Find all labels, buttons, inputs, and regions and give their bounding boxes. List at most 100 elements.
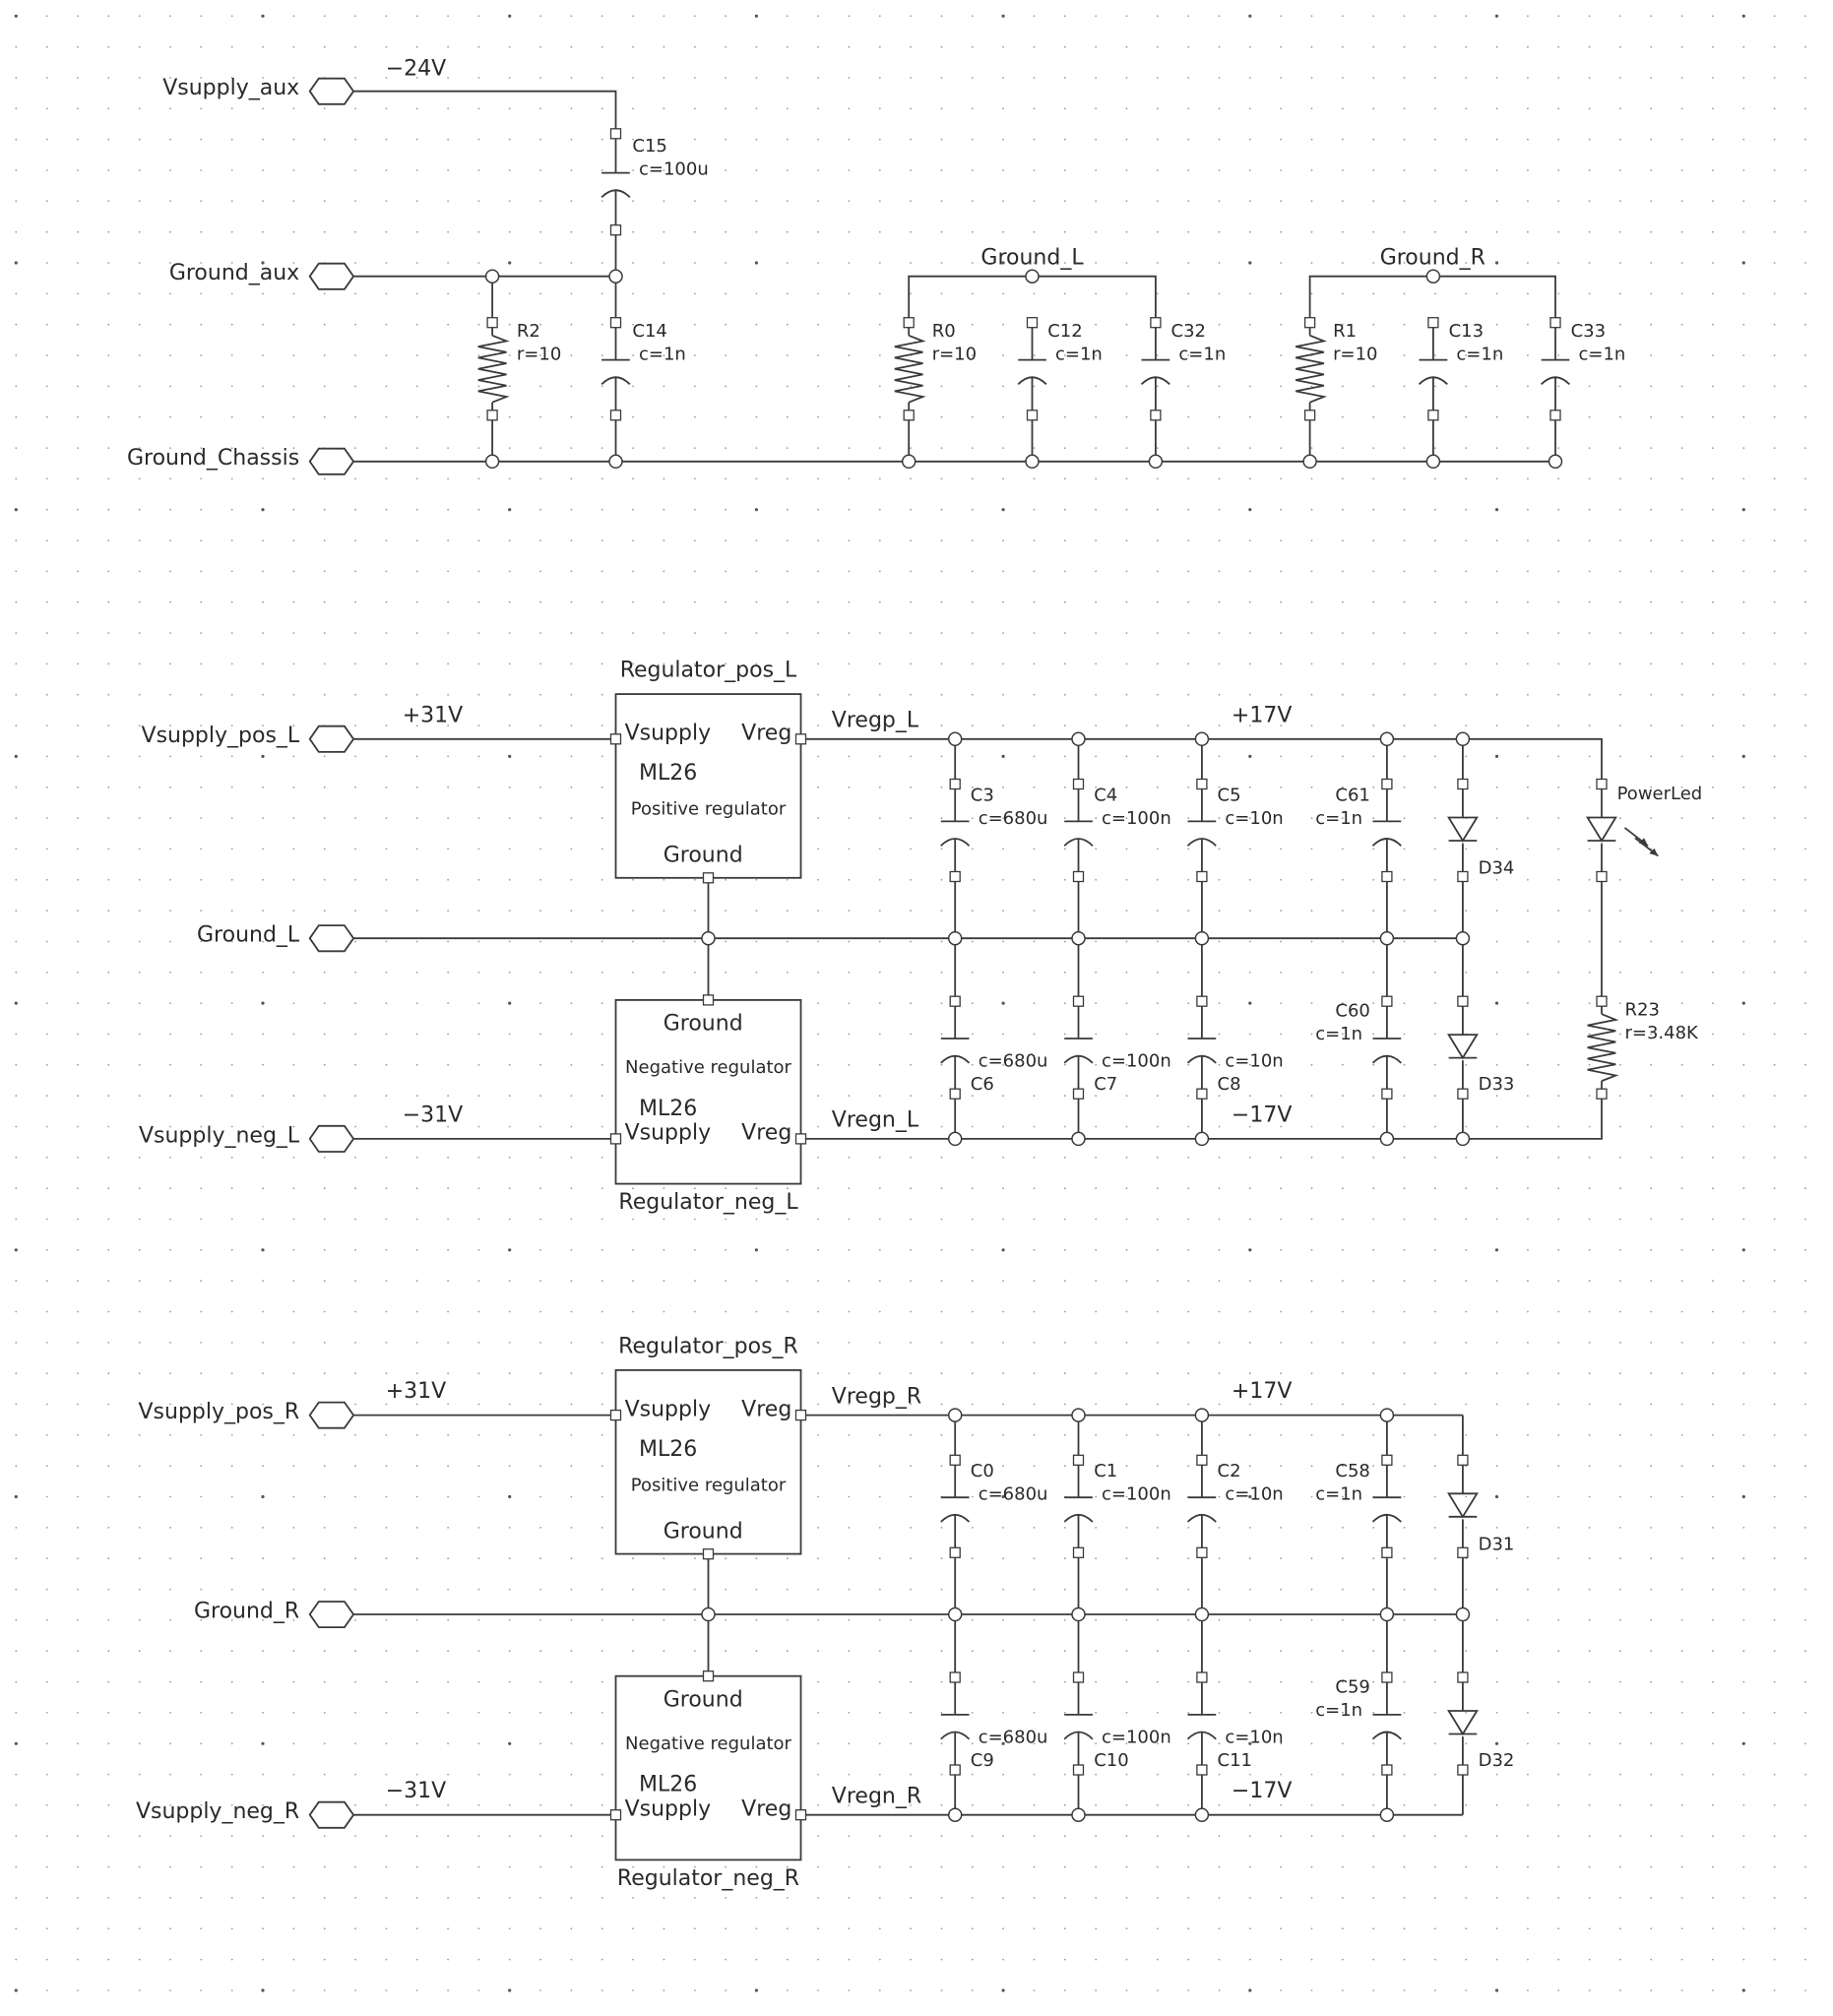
grid-dot — [1342, 1897, 1344, 1899]
grid-dot — [1125, 385, 1128, 388]
c12-ref: C12 — [1047, 321, 1082, 342]
grid-dot — [415, 539, 418, 541]
grid-dot — [1342, 1465, 1344, 1468]
c60-value: c=1n — [1315, 1024, 1362, 1044]
grid-dot — [1372, 262, 1375, 264]
grid-dot — [385, 848, 388, 850]
grid-dot — [848, 786, 851, 788]
grid-dot — [1095, 786, 1098, 788]
grid-dot — [725, 570, 727, 573]
grid-dot — [15, 693, 18, 696]
grid-dot — [385, 539, 388, 541]
grid-dot — [415, 1095, 418, 1098]
grid-dot — [107, 1835, 110, 1838]
grid-dot — [15, 632, 18, 634]
grid-dot — [1680, 1835, 1683, 1838]
grid-dot — [138, 600, 141, 603]
grid-dot — [1218, 354, 1221, 356]
grid-dot — [1619, 1495, 1621, 1498]
grid-dot — [725, 1342, 727, 1344]
grid-dot — [477, 1280, 480, 1283]
grid-dot — [138, 1897, 141, 1899]
grid-dot — [1218, 415, 1221, 418]
grid-dot — [262, 940, 264, 943]
grid-dot — [1280, 1434, 1283, 1436]
grid-dot — [169, 1557, 171, 1560]
grid-dot — [1619, 1897, 1621, 1899]
grid-dot — [323, 1989, 326, 1991]
grid-dot — [1557, 1063, 1560, 1066]
grid-dot — [1742, 1927, 1745, 1930]
grid-dot — [77, 415, 79, 418]
grid-dot — [15, 138, 18, 141]
grid-dot — [940, 323, 943, 326]
grid-dot — [1403, 1248, 1406, 1251]
grid-dot — [1650, 1248, 1653, 1251]
grid-dot — [1650, 910, 1653, 912]
grid-dot — [385, 724, 388, 726]
grid-dot — [415, 1125, 418, 1128]
grid-dot — [1063, 292, 1066, 295]
grid-dot — [693, 570, 696, 573]
grid-dot — [910, 1958, 912, 1961]
grid-dot — [415, 1002, 418, 1004]
grid-dot — [1527, 1095, 1529, 1098]
grid-dot — [1187, 1958, 1190, 1961]
grid-dot — [1588, 1927, 1591, 1930]
grid-dot — [786, 292, 789, 295]
grid-dot — [600, 354, 603, 356]
grid-dot — [1156, 1773, 1159, 1776]
grid-dot — [292, 1897, 295, 1899]
grid-dot — [107, 662, 110, 665]
grid-dot — [1095, 230, 1098, 233]
grid-dot — [910, 971, 912, 974]
grid-dot — [323, 1712, 326, 1714]
grid-dot — [1804, 1588, 1806, 1591]
grid-dot — [15, 1619, 18, 1621]
grid-dot — [1557, 755, 1560, 758]
grid-dot — [1619, 539, 1621, 541]
grid-dot — [1125, 354, 1128, 356]
grid-dot — [292, 477, 295, 480]
grid-dot — [1804, 724, 1806, 726]
grid-dot — [848, 1897, 851, 1899]
grid-dot — [725, 1187, 727, 1190]
grid-dot — [107, 693, 110, 696]
grid-dot — [1557, 1989, 1560, 1991]
grid-dot — [262, 200, 264, 203]
grid-dot — [1495, 1187, 1498, 1190]
grid-dot — [1156, 262, 1159, 264]
grid-dot — [45, 910, 48, 912]
grid-dot — [971, 230, 974, 233]
grid-dot — [1280, 632, 1283, 634]
grid-dot — [1527, 1002, 1529, 1004]
grid-dot — [1773, 817, 1776, 819]
grid-dot — [385, 1989, 388, 1991]
grid-dot — [878, 632, 881, 634]
grid-dot — [1310, 1434, 1313, 1436]
grid-dot — [508, 1897, 511, 1899]
grid-dot — [1187, 1033, 1190, 1036]
grid-dot — [1002, 848, 1004, 850]
grid-dot — [1742, 200, 1745, 203]
grid-dot — [262, 1588, 264, 1591]
pin-square — [702, 1548, 715, 1560]
grid-dot — [755, 200, 758, 203]
grid-dot — [1712, 1187, 1714, 1190]
grid-dot — [107, 323, 110, 326]
grid-dot — [169, 662, 171, 665]
grid-dot — [385, 1434, 388, 1436]
grid-dot — [1403, 910, 1406, 912]
grid-dot — [910, 1927, 912, 1930]
grid-dot — [1527, 1804, 1529, 1806]
grid-dot — [1280, 1280, 1283, 1283]
grid-dot — [1495, 200, 1498, 203]
grid-dot — [415, 1465, 418, 1468]
grid-dot — [1033, 910, 1036, 912]
grid-dot — [971, 477, 974, 480]
grid-dot — [354, 45, 356, 48]
grid-dot — [107, 508, 110, 511]
vsupply-pos-r-label: Vsupply_pos_R — [138, 1400, 299, 1424]
grid-dot — [477, 1434, 480, 1436]
grid-dot — [1527, 662, 1529, 665]
